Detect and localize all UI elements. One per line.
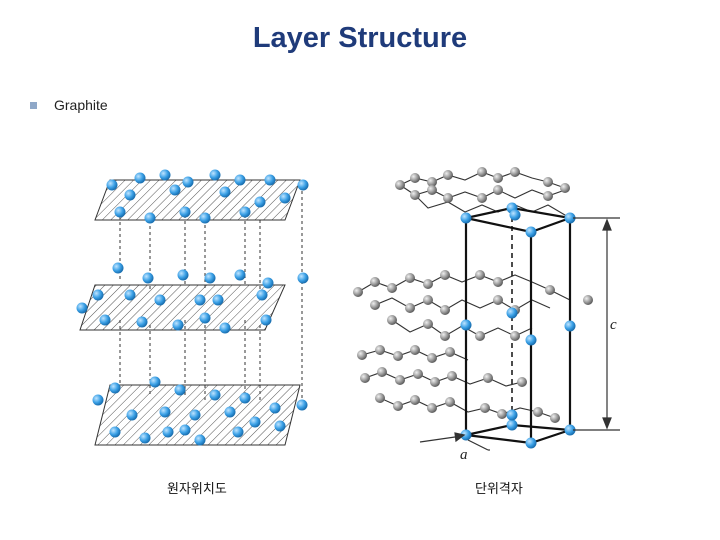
slide-title: Layer Structure	[252, 22, 468, 54]
atomic-position-diagram	[76, 169, 309, 446]
label-c: c	[610, 317, 617, 333]
label-a: a	[460, 447, 468, 463]
caption-unit-cell: 단위격자	[475, 482, 523, 497]
bullet-text: Graphite	[54, 97, 108, 113]
caption-atomic-positions: 원자위치도	[167, 482, 227, 497]
bullet-square-icon	[30, 101, 37, 109]
unit-cell-diagram	[353, 167, 620, 451]
graphite-structure-figure	[76, 167, 620, 451]
bullet-item: Graphite	[30, 97, 108, 113]
